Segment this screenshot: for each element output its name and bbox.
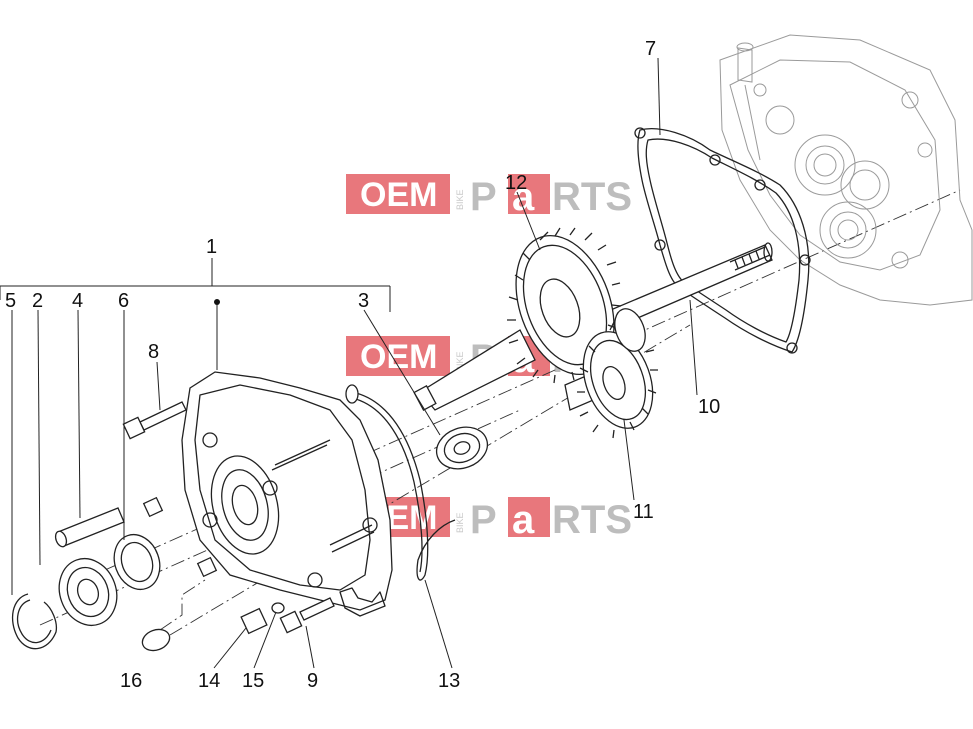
watermark-bike-text: BIKE [455,351,465,372]
callout-12: 12 [505,172,527,194]
callout-10: 10 [698,396,720,418]
cap-16 [141,628,171,652]
group-bracket [0,258,391,370]
watermark-bottom: OEM BIKE P a RTS [346,497,632,542]
callout-13: 13 [438,670,460,692]
watermark-oem-text: OEM [360,338,437,376]
callout-7: 7 [645,38,656,60]
washer-15 [271,602,285,614]
nut-14 [240,607,268,635]
intermediate-gear-12 [413,227,622,411]
callout-16: 16 [120,670,142,692]
bearing-3 [435,426,489,470]
callout-3: 3 [358,290,369,312]
watermark-oem-text: OEM [360,176,437,214]
callout-2: 2 [32,290,43,312]
watermark-p-text: P [470,175,497,219]
callout-1: 1 [206,236,217,258]
callout-11: 11 [633,501,654,523]
bearing-2 [58,557,118,627]
circlip-5 [11,593,58,650]
vent-hose [345,384,456,581]
watermark-rts-text: RTS [552,175,632,219]
cover-bolts [142,496,218,578]
transmission-cover [181,371,393,617]
watermark-a-text: a [512,175,535,219]
callouts: 1 2 3 4 5 6 7 8 9 10 11 12 13 14 15 16 [5,38,720,692]
watermark-rts-text: RTS [552,498,632,542]
callout-9: 9 [307,670,318,692]
callout-5: 5 [5,290,16,312]
callout-8: 8 [148,341,159,363]
watermark-bike-text: BIKE [455,512,465,533]
oil-seal-6 [113,533,161,591]
pin-4 [54,507,125,548]
callout-15: 15 [242,670,264,692]
bolt-8 [122,401,187,440]
callout-4: 4 [72,290,83,312]
watermark-p-text: P [470,498,497,542]
watermark-a-text: a [512,498,535,542]
callout-14: 14 [198,670,220,692]
bolt-9 [279,597,335,634]
gasket [634,127,811,354]
watermark-bike-text: BIKE [455,189,465,210]
intermediate-gear-11 [564,308,658,439]
watermark-top: OEM BIKE P a RTS [346,174,632,219]
callout-6: 6 [118,290,129,312]
leader-lines [11,57,698,669]
transmission-housing [719,34,973,306]
